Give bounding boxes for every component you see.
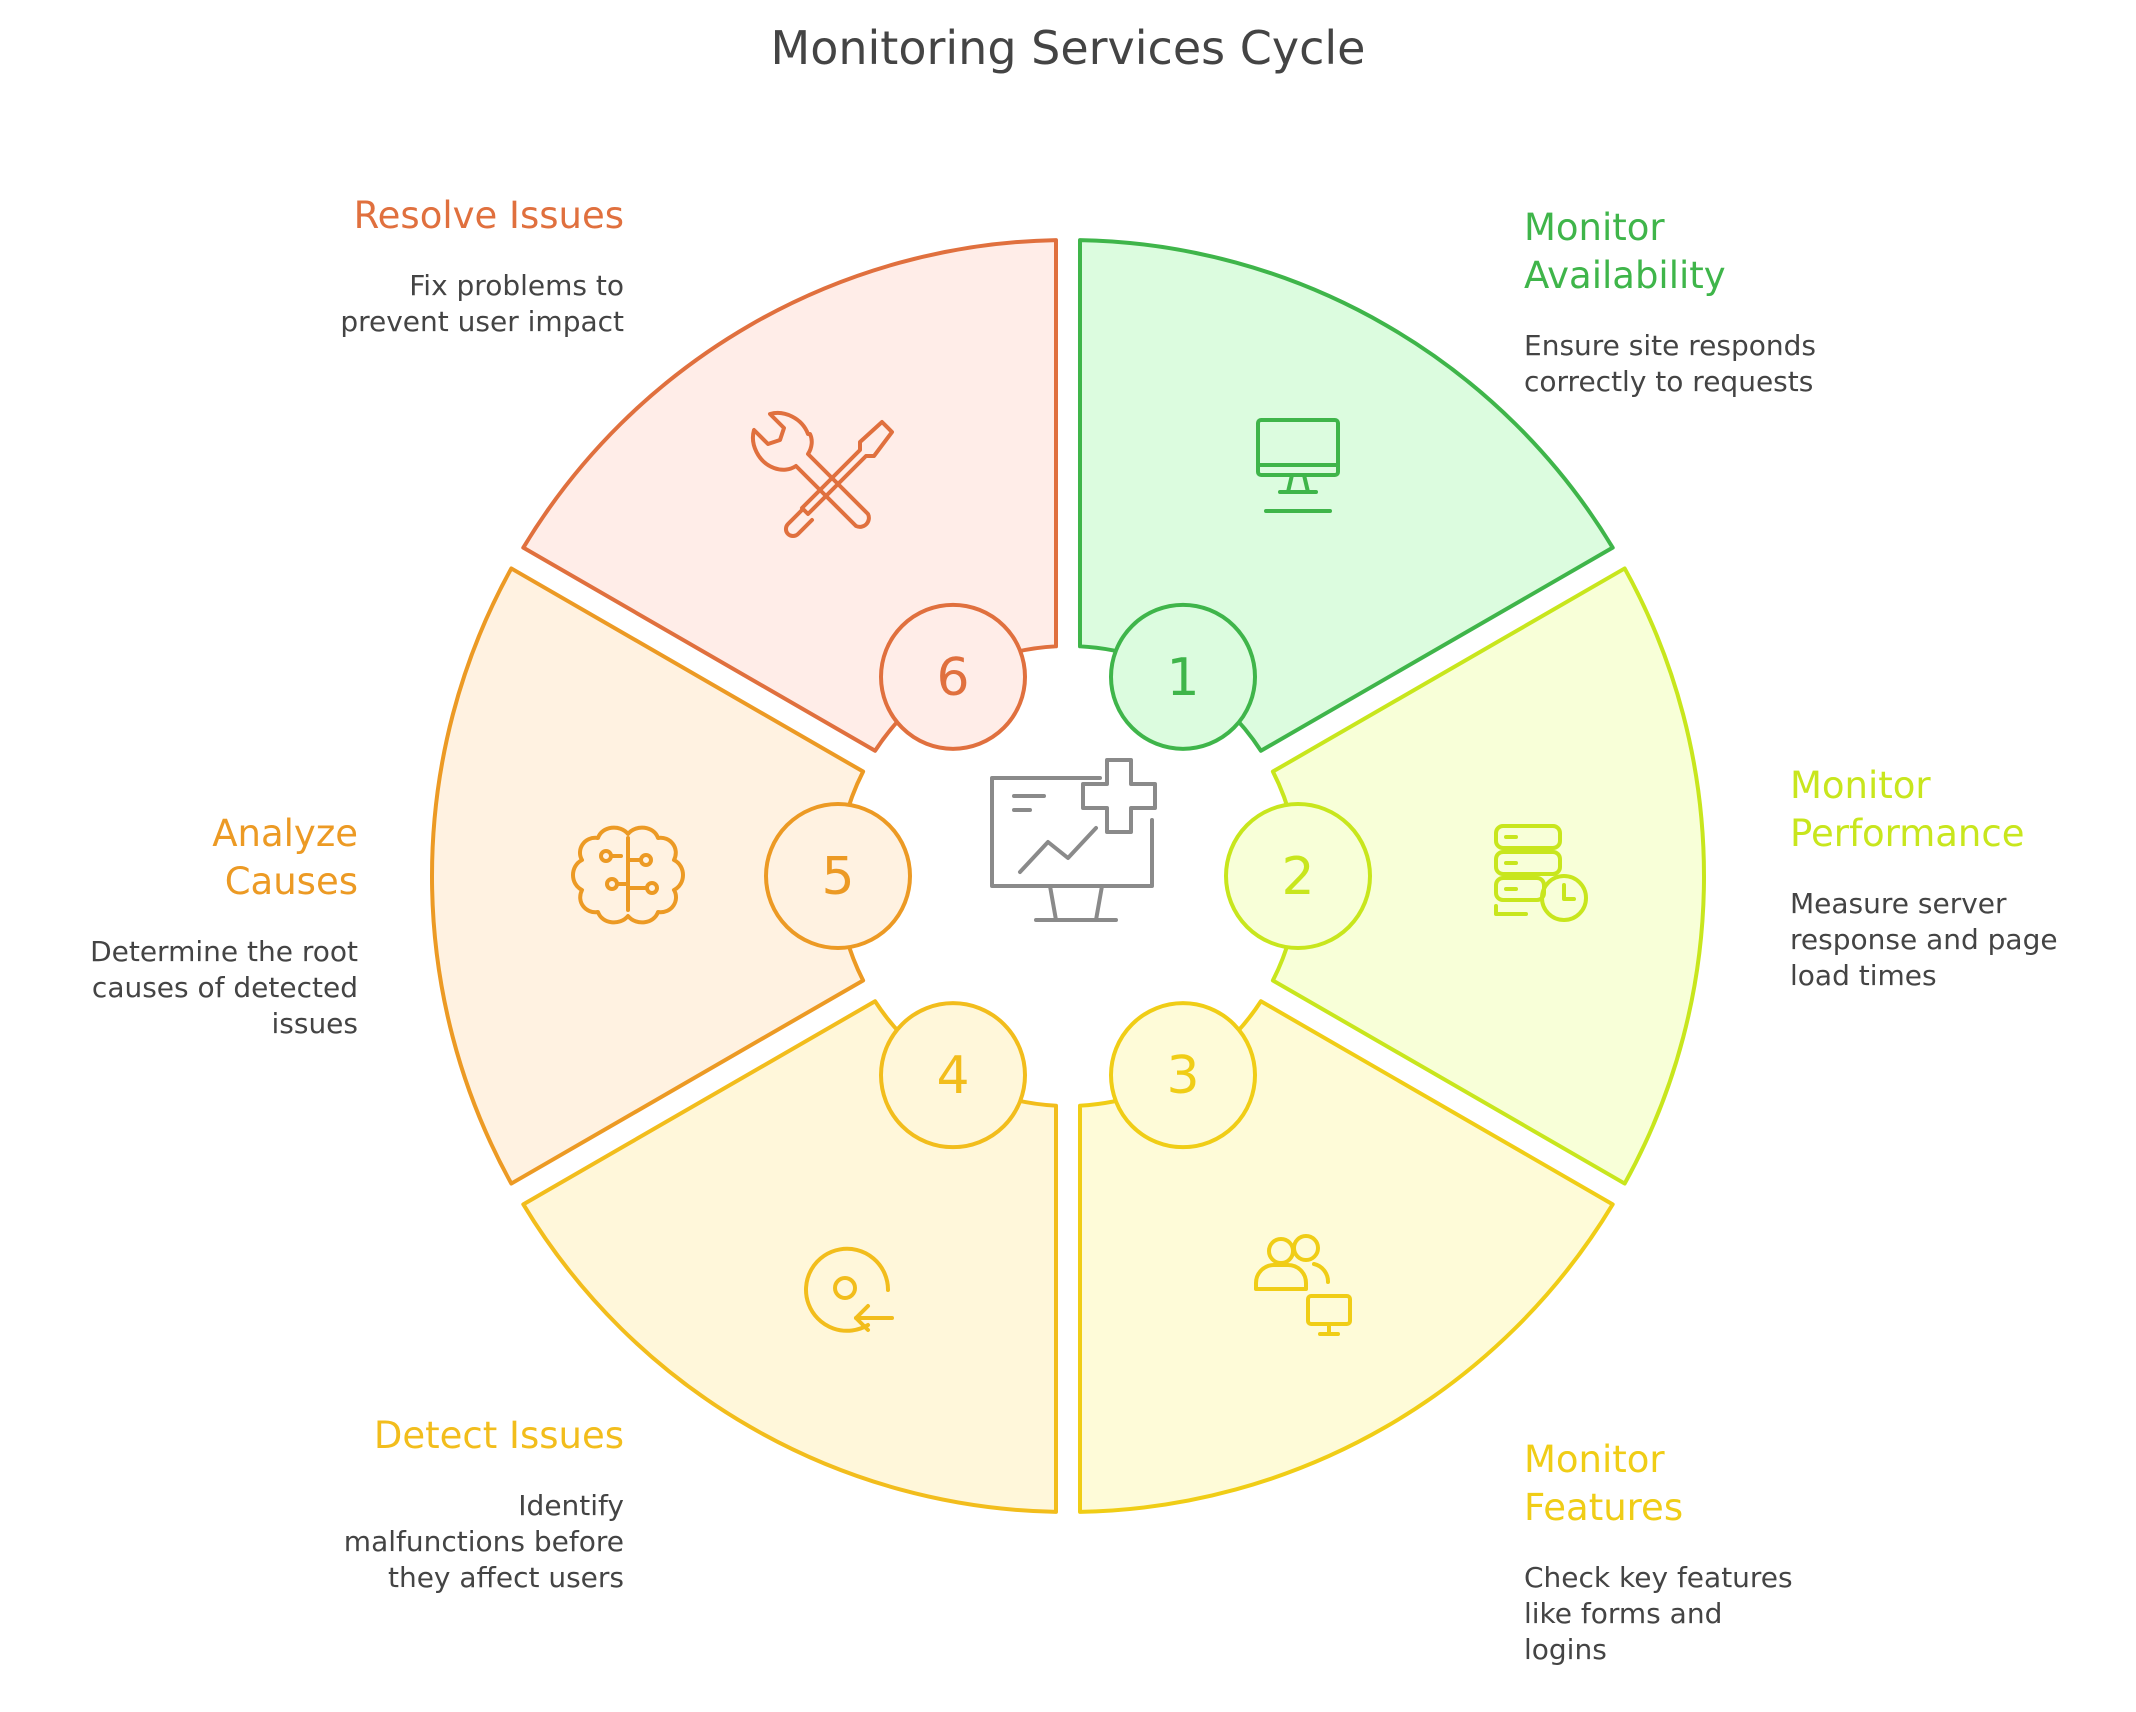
step-3-badge <box>1109 1001 1257 1150</box>
step-5-text: Analyze Causes Determine the root causes… <box>40 810 358 1042</box>
step-4-description: Identify malfunctions before they affect… <box>343 1489 624 1594</box>
step-2-description: Measure server response and page load ti… <box>1790 887 2058 992</box>
step-6-title: Resolve Issues <box>353 194 624 237</box>
step-3-title: Monitor Features <box>1524 1438 1684 1529</box>
step-4-number: 4 <box>936 1046 969 1106</box>
step-5-number: 5 <box>821 847 854 907</box>
tools-icon <box>751 411 894 539</box>
step-6-description: Fix problems to prevent user impact <box>340 269 624 338</box>
step-3-number: 3 <box>1166 1046 1199 1106</box>
step-4-badge <box>879 1001 1027 1150</box>
step-5-badge <box>764 802 912 950</box>
step-1-text: Monitor Availability Ensure site respond… <box>1524 204 1864 400</box>
step-5-description: Determine the root causes of detected is… <box>90 935 358 1040</box>
server-clock-icon <box>1494 824 1588 922</box>
step-1-badge <box>1109 602 1257 751</box>
step-5-title: Analyze Causes <box>212 812 358 903</box>
step-2-number: 2 <box>1281 847 1314 907</box>
step-4-title: Detect Issues <box>373 1414 624 1457</box>
brain-icon <box>571 825 685 925</box>
step-1-number: 1 <box>1166 648 1199 708</box>
step-2-badge <box>1224 802 1372 950</box>
step-6-number: 6 <box>936 648 969 708</box>
monitor-icon <box>1256 418 1340 513</box>
step-1-description: Ensure site responds correctly to reques… <box>1524 329 1816 398</box>
diagram-title: Monitoring Services Cycle <box>771 21 1366 75</box>
step-4-text: Detect Issues Identify malfunctions befo… <box>264 1412 624 1596</box>
users-monitor-icon <box>1254 1234 1352 1336</box>
step-3-text: Monitor Features Check key features like… <box>1524 1436 1864 1668</box>
step-6-text: Resolve Issues Fix problems to prevent u… <box>264 192 624 340</box>
step-badges: 1 2 3 4 5 6 <box>764 602 1372 1150</box>
monitoring-screen-plus-icon <box>990 758 1157 922</box>
step-2-text: Monitor Performance Measure server respo… <box>1790 762 2110 994</box>
step-3-description: Check key features like forms and logins <box>1524 1561 1793 1666</box>
detect-arrow-icon <box>804 1246 894 1333</box>
step-1-title: Monitor Availability <box>1524 206 1726 297</box>
step-2-title: Monitor Performance <box>1790 764 2025 855</box>
step-6-badge <box>879 602 1027 751</box>
